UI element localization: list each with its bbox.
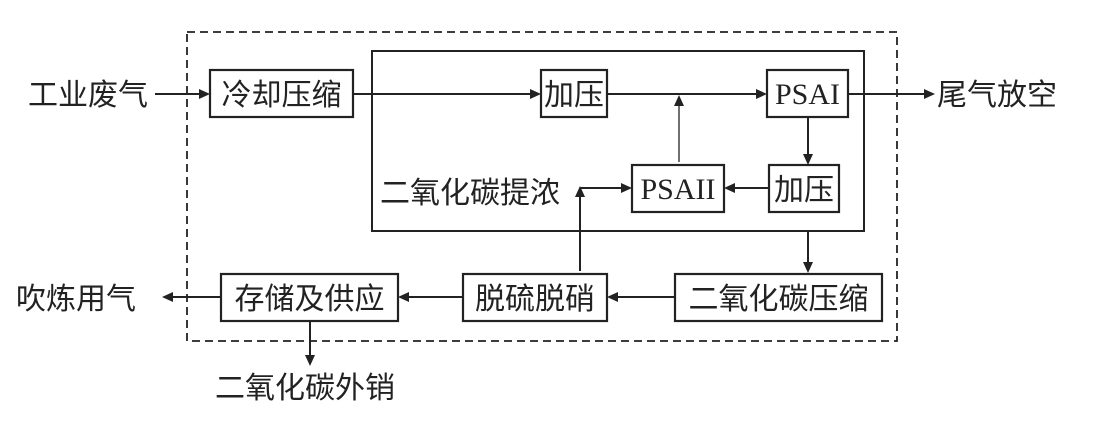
co2-enrichment-group [371, 50, 865, 232]
arrowhead [756, 89, 767, 99]
node-label: 二氧化碳压缩 [689, 282, 869, 317]
arrowhead [398, 292, 409, 302]
arrowhead [621, 183, 632, 193]
node-label: PSAI [775, 78, 840, 111]
node-pressurize-2: 加压 [767, 163, 841, 214]
exhaust-label: 尾气放空 [937, 78, 1057, 113]
arrowhead [803, 154, 813, 165]
arrowhead [305, 355, 315, 366]
node-label: 脱硫脱硝 [475, 282, 595, 317]
co2-enrichment-label: 二氧化碳提浓 [380, 176, 560, 211]
arrowhead [803, 262, 813, 273]
system-boundary [186, 31, 898, 342]
arrowhead [924, 89, 935, 99]
input-label: 工业废气 [28, 78, 148, 113]
node-pressurize-1: 加压 [539, 68, 609, 119]
node-psa-1: PSAI [765, 68, 850, 119]
node-label: 存储及供应 [235, 282, 385, 317]
arrowhead [607, 292, 618, 302]
arrowhead [530, 89, 541, 99]
arrowhead [199, 89, 210, 99]
arrowhead [674, 95, 684, 106]
node-desulfurization-denitrification: 脱硫脱硝 [461, 272, 609, 323]
node-psa-2: PSAII [630, 163, 726, 214]
node-cooling-compression: 冷却压缩 [208, 68, 355, 119]
node-label: 加压 [544, 78, 604, 113]
arrowhead [162, 292, 173, 302]
arrowhead [575, 186, 585, 197]
node-label: 冷却压缩 [222, 78, 342, 113]
node-label: PSAII [640, 173, 715, 206]
node-storage-supply: 存储及供应 [219, 272, 400, 323]
co2-sales-label: 二氧化碳外销 [215, 371, 395, 406]
arrowhead [724, 183, 735, 193]
node-co2-compression: 二氧化碳压缩 [673, 272, 884, 323]
node-label: 加压 [774, 173, 834, 208]
blowing-gas-label: 吹炼用气 [16, 282, 136, 317]
